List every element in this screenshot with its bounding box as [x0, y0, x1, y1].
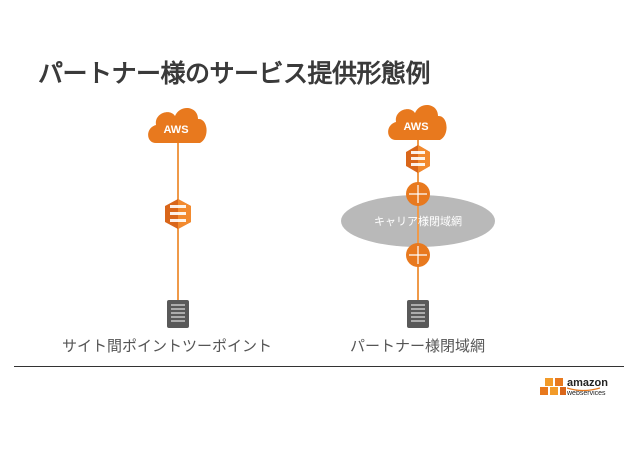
right-diagram-caption: パートナー様閉域網: [350, 337, 486, 355]
left-diagram: AWS: [148, 108, 207, 328]
left-aws-label: AWS: [163, 124, 188, 136]
left-aws-cloud-icon: AWS: [148, 108, 207, 143]
aws-logo-smile-icon: [566, 387, 601, 392]
left-diagram-caption: サイト間ポイントツーポイント: [62, 337, 273, 355]
left-server-icon: [167, 300, 189, 328]
amazon-web-services-logo: amazon webservices: [540, 377, 608, 397]
right-upper-router-icon: [406, 182, 430, 206]
carrier-network-label: キャリア様閉域網: [374, 214, 462, 228]
aws-logo-cubes-icon: [540, 378, 566, 395]
left-vpn-gateway-icon: [165, 199, 191, 229]
right-server-icon: [407, 300, 429, 328]
right-aws-cloud-icon: AWS: [388, 105, 447, 140]
right-diagram: AWS キャリア様閉域網: [341, 105, 495, 328]
right-lower-router-icon: [406, 243, 430, 267]
footer-divider: [14, 366, 624, 367]
aws-logo-word: amazon: [567, 377, 608, 389]
aws-logo-sub: webservices: [566, 390, 606, 397]
right-vpn-gateway-icon: [406, 145, 430, 173]
right-aws-label: AWS: [403, 121, 428, 133]
slide-title: パートナー様のサービス提供形態例: [38, 59, 431, 88]
